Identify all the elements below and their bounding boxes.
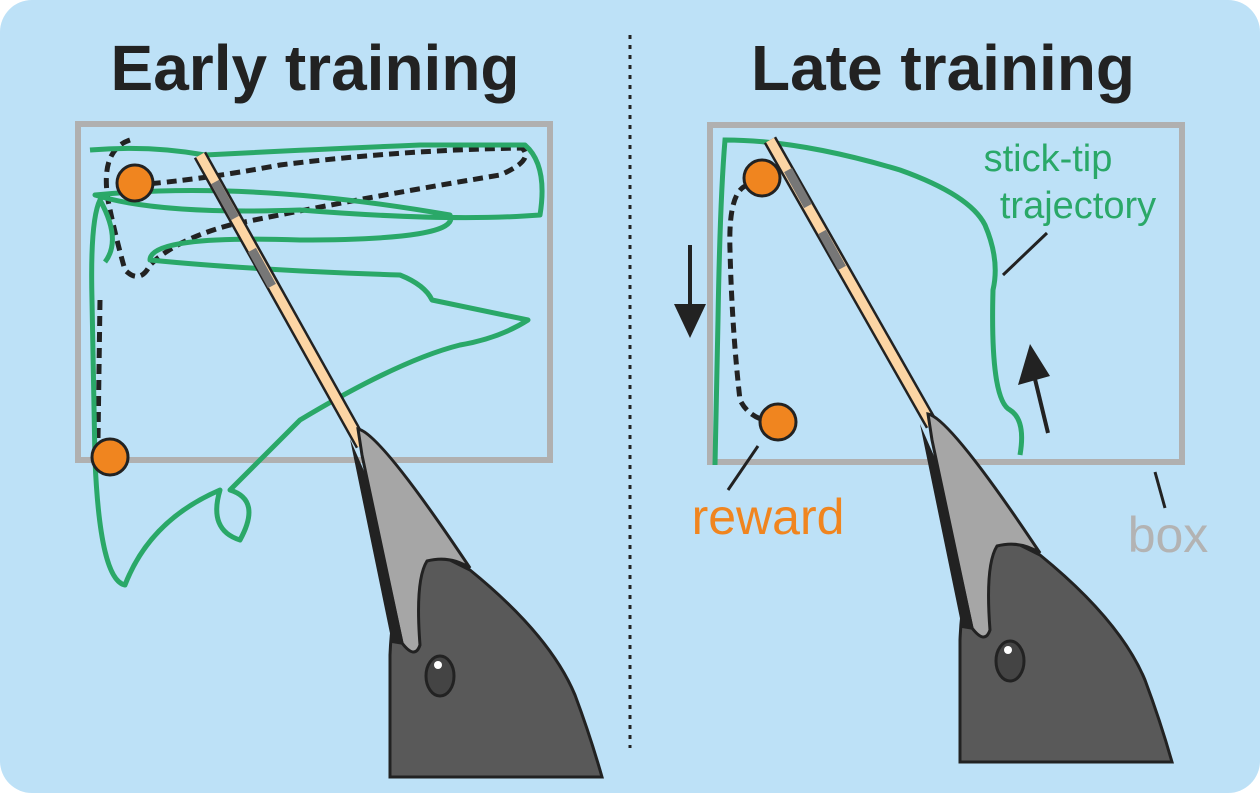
reward-dot	[758, 402, 798, 442]
reward-dot	[742, 158, 782, 198]
box	[75, 121, 553, 463]
stick	[193, 151, 369, 449]
late-training-title: Late training	[751, 32, 1135, 104]
early-training-panel: Early training	[75, 32, 604, 779]
trajectory-pointer	[1001, 231, 1049, 277]
down-arrow-icon	[674, 245, 706, 338]
stick-tip-trajectory	[712, 137, 1025, 466]
early-training-title: Early training	[111, 32, 520, 104]
trajectory-label-line1: stick-tip	[984, 138, 1113, 180]
stick-tip-trajectory	[89, 142, 545, 588]
reward-dot	[90, 437, 130, 477]
reward-dot	[115, 163, 155, 203]
up-arrow-icon	[1018, 344, 1050, 434]
box-label: box	[1128, 507, 1209, 563]
trajectory-label-line2: trajectory	[1000, 185, 1156, 227]
reward-pointer	[726, 445, 760, 491]
box-pointer	[1153, 471, 1167, 509]
stick	[763, 136, 939, 429]
late-training-panel: Late training stick-tip trajectory rewar…	[674, 32, 1209, 764]
reward-label: reward	[692, 489, 845, 545]
